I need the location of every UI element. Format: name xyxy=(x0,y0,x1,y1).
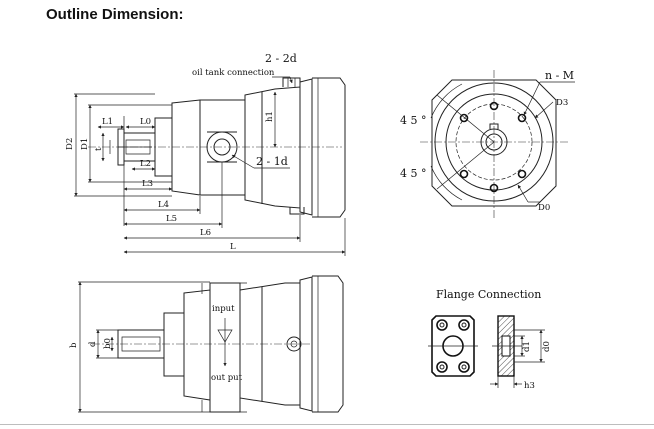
dim-t: t xyxy=(94,147,104,151)
oil-tank-connection-label: oil tank connection xyxy=(192,68,275,78)
dim-l5: L5 xyxy=(166,214,177,224)
page-heading: Outline Dimension: xyxy=(46,6,184,23)
dim-b: b xyxy=(69,342,79,348)
dim-b0: b0 xyxy=(103,338,113,349)
dim-d2: D2 xyxy=(65,138,75,150)
front-view xyxy=(420,70,575,220)
flange-h3: h3 xyxy=(524,381,535,391)
port-side-label: 2 - 1d xyxy=(256,155,288,168)
dim-d: d xyxy=(88,341,98,347)
dim-l4: L4 xyxy=(158,200,169,210)
flange-connection xyxy=(428,315,545,388)
flange-title: Flange Connection xyxy=(436,288,541,301)
flange-d1: d1 xyxy=(522,341,532,352)
dim-l: L xyxy=(230,242,236,252)
port-top-label: 2 - 2d xyxy=(265,52,297,65)
side-view xyxy=(74,76,346,256)
dim-h1: h1 xyxy=(265,111,275,122)
top-view xyxy=(78,275,344,413)
front-d0-label: D0 xyxy=(538,203,550,213)
dim-d1: D1 xyxy=(80,138,90,150)
front-nm-label: n - M xyxy=(545,69,574,82)
front-d3-label: D3 xyxy=(556,98,568,108)
dim-l6: L6 xyxy=(200,228,211,238)
input-label: input xyxy=(212,304,235,314)
bottom-separator xyxy=(0,424,654,425)
dim-l1: L1 xyxy=(102,117,113,127)
front-angle-top: 4 5 ° xyxy=(400,114,427,127)
dim-l2: L2 xyxy=(140,159,151,169)
output-label: out put xyxy=(211,373,243,383)
front-angle-bottom: 4 5 ° xyxy=(400,167,427,180)
flange-d0: d0 xyxy=(542,341,552,352)
dim-l0: L0 xyxy=(140,117,151,127)
dim-l3: L3 xyxy=(142,179,153,189)
